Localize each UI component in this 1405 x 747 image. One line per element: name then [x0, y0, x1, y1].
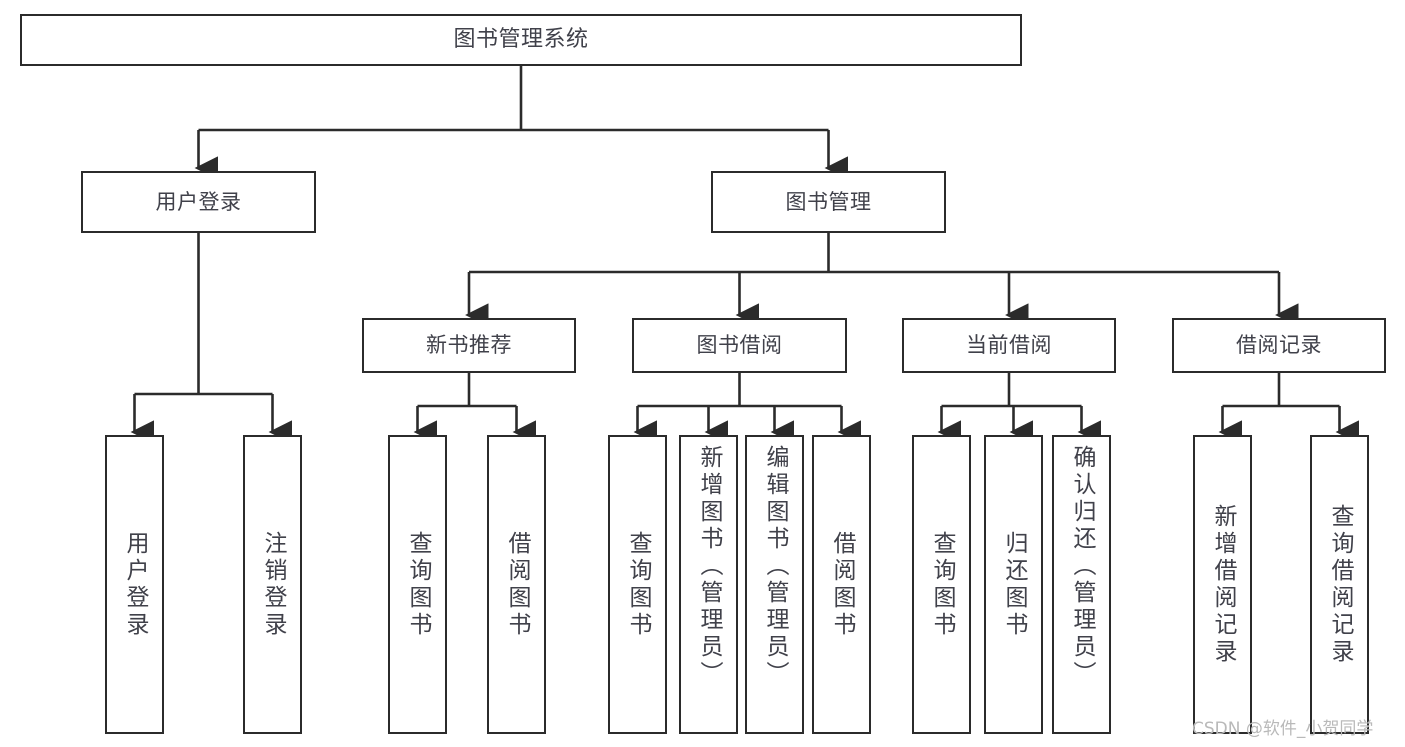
- node-leaf-leaf-borrow-query[interactable]: 查询图书: [608, 435, 667, 734]
- node-leaf-leaf-rec-query2[interactable]: 查询借阅记录: [1310, 435, 1369, 734]
- node-label: 新增借阅记录: [1210, 503, 1236, 666]
- node-leaf-leaf-cur-query[interactable]: 查询图书: [912, 435, 971, 734]
- node-leaf-leaf-rec-add[interactable]: 新增借阅记录: [1193, 435, 1252, 734]
- node-label: 图书管理系统: [453, 27, 589, 53]
- node-leaf-leaf-rec-borrow[interactable]: 借阅图书: [487, 435, 546, 734]
- node-level2-user-login[interactable]: 用户登录: [81, 171, 316, 233]
- node-label: 新增图书（管理员）: [696, 445, 722, 688]
- node-root-book-management-system[interactable]: 图书管理系统: [20, 14, 1022, 66]
- node-label: 注销登录: [260, 530, 286, 639]
- node-label: 用户登录: [122, 530, 148, 639]
- watermark-text: CSDN @软件_小贺同学: [1192, 719, 1374, 739]
- node-label: 图书管理: [785, 189, 872, 214]
- node-label: 借阅记录: [1236, 333, 1322, 358]
- node-label: 归还图书: [1001, 530, 1027, 639]
- node-level2-book-manage[interactable]: 图书管理: [711, 171, 946, 233]
- node-leaf-leaf-rec-query[interactable]: 查询图书: [388, 435, 447, 734]
- node-leaf-leaf-cur-return[interactable]: 归还图书: [984, 435, 1043, 734]
- node-leaf-leaf-borrow-add[interactable]: 新增图书（管理员）: [679, 435, 738, 734]
- node-label: 用户登录: [155, 189, 242, 214]
- node-label: 图书借阅: [696, 333, 783, 358]
- node-label: 查询借阅记录: [1327, 503, 1353, 666]
- node-level3-book-borrow[interactable]: 图书借阅: [632, 318, 847, 373]
- node-leaf-leaf-borrow-lend[interactable]: 借阅图书: [812, 435, 871, 734]
- node-leaf-leaf-borrow-edit[interactable]: 编辑图书（管理员）: [745, 435, 804, 734]
- node-label: 查询图书: [929, 530, 955, 639]
- node-label: 新书推荐: [426, 333, 512, 358]
- node-level3-borrow-record[interactable]: 借阅记录: [1172, 318, 1386, 373]
- node-label: 借阅图书: [504, 530, 530, 639]
- node-label: 确认归还（管理员）: [1069, 445, 1095, 688]
- node-level3-new-book-rec[interactable]: 新书推荐: [362, 318, 576, 373]
- node-leaf-leaf-cur-confirm[interactable]: 确认归还（管理员）: [1052, 435, 1111, 734]
- node-label: 查询图书: [405, 530, 431, 639]
- node-label: 查询图书: [625, 530, 651, 639]
- node-level3-current-borrow[interactable]: 当前借阅: [902, 318, 1116, 373]
- node-leaf-leaf-user-login[interactable]: 用户登录: [105, 435, 164, 734]
- node-label: 当前借阅: [966, 333, 1052, 358]
- node-leaf-leaf-user-logout[interactable]: 注销登录: [243, 435, 302, 734]
- node-label: 编辑图书（管理员）: [762, 445, 788, 688]
- node-label: 借阅图书: [829, 530, 855, 639]
